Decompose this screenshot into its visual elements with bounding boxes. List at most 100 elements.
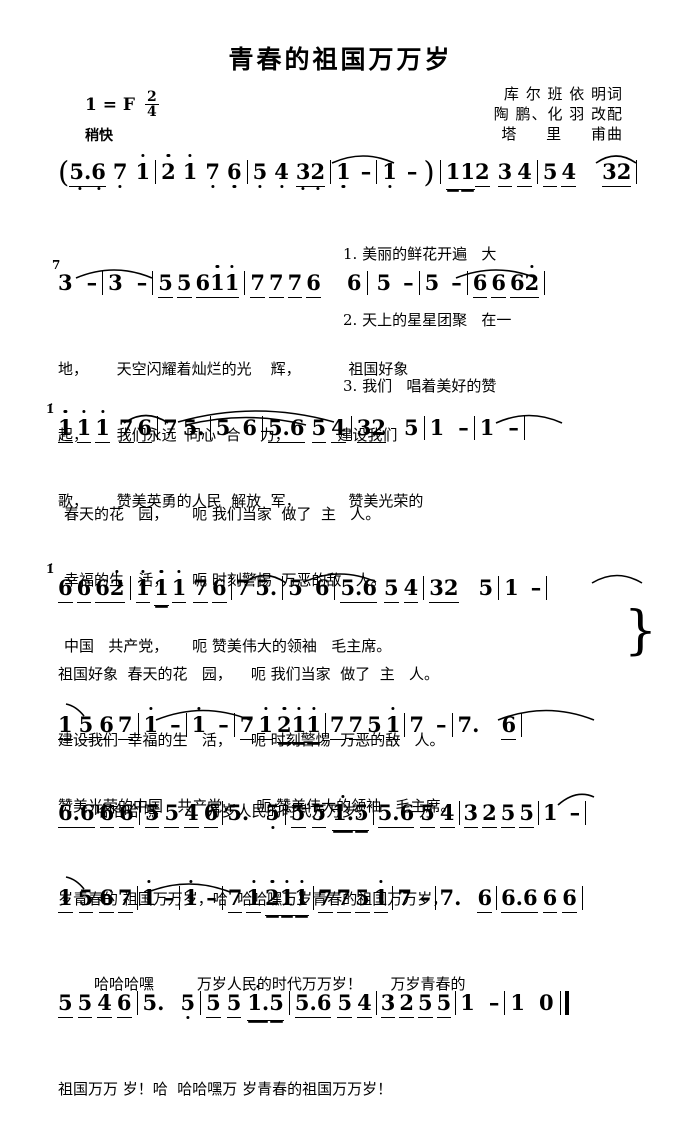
- note: 6: [99, 885, 114, 913]
- sustain-dash: –: [569, 800, 581, 825]
- note: 6: [314, 575, 330, 600]
- barline: [376, 160, 378, 184]
- note: 1: [429, 415, 445, 440]
- note: 5: [77, 990, 93, 1018]
- barline: [209, 416, 211, 440]
- note: 6: [76, 575, 92, 603]
- note: 1: [58, 712, 73, 740]
- note: 7: [193, 575, 208, 603]
- note: 5: [180, 990, 196, 1015]
- note: 7: [118, 415, 134, 443]
- note: 1: [306, 712, 321, 743]
- lyric-row: 1. 美丽的鲜花开遍 大: [58, 243, 681, 265]
- note: 6: [477, 885, 493, 913]
- note: 6: [542, 885, 558, 913]
- sustain-dash: –: [164, 885, 175, 910]
- note: 1: [336, 159, 351, 184]
- note: 1: [382, 159, 397, 184]
- note: 5.: [340, 575, 363, 603]
- note: 6: [203, 800, 219, 828]
- time-signature-denominator: 4: [146, 104, 157, 121]
- note: 6: [212, 575, 227, 603]
- barline: [473, 416, 475, 440]
- barline: [136, 991, 138, 1015]
- lyric-verse-1: 春天的花 园， 呃 我们当家 做了 主 人。: [64, 505, 381, 523]
- barline: [334, 576, 336, 600]
- barline: [455, 991, 457, 1015]
- barline: [288, 991, 290, 1015]
- note: 6: [316, 990, 332, 1018]
- note: 3: [295, 159, 311, 187]
- barline: [178, 886, 180, 910]
- barline: [439, 160, 441, 184]
- sustain-dash: –: [360, 159, 372, 184]
- lyric-row: 哈哈哈嘿 万岁人民的时代万万岁！ 万岁青春的: [58, 973, 681, 997]
- lyrics-block: 地， 天空闪耀着灿烂的光 辉， 祖国好象 起， 我们永远 同心 合 力， 建设我…: [58, 314, 681, 556]
- note: 5.: [267, 415, 290, 443]
- note: 6: [501, 712, 517, 740]
- note: 7: [117, 712, 133, 740]
- time-signature-numerator: 2: [144, 89, 159, 106]
- lyric-line: 祖国万万 岁！哈 哈哈嘿万 岁青春的祖国万万岁！: [58, 1080, 393, 1098]
- lyric-row: 春天的花 园， 呃 我们当家 做了 主 人。: [58, 503, 681, 525]
- barline: [136, 886, 138, 910]
- note: 7.: [439, 885, 462, 910]
- note: 1: [143, 712, 159, 737]
- lyric-row: 哈哈哈 嘿 万岁人民的时代万万岁， 万: [58, 800, 681, 824]
- note: 1: [258, 712, 273, 740]
- note: 1: [246, 885, 261, 913]
- time-signature: 2 4: [144, 89, 159, 121]
- note: 6: [399, 800, 415, 828]
- barline: [496, 886, 498, 910]
- note: 5: [355, 885, 370, 913]
- grace-note: 7: [52, 258, 61, 272]
- note: 7: [287, 270, 303, 298]
- note: 2: [371, 415, 386, 443]
- note: 5: [290, 800, 306, 828]
- lyric-verse-1: 地， 天空闪耀着灿烂的光 辉， 祖国好象: [58, 360, 409, 378]
- note: 7: [239, 712, 255, 740]
- note: 6: [362, 575, 377, 603]
- barline: [330, 160, 332, 184]
- barline: [185, 713, 187, 737]
- sustain-dash: –: [206, 885, 217, 910]
- note: 1: [58, 885, 73, 913]
- barline: [544, 271, 546, 295]
- lyric-verse-2: 2. 天上的星星团聚 在一: [343, 311, 512, 329]
- note: 2: [310, 159, 326, 187]
- note: 1.: [332, 800, 355, 831]
- note: 5: [500, 800, 516, 828]
- note: 6: [137, 415, 153, 443]
- note: 3: [380, 990, 396, 1018]
- note: 5: [252, 159, 268, 184]
- barline: [418, 271, 420, 295]
- lyric-row: 地， 天空闪耀着灿烂的光 辉， 祖国好象: [58, 358, 681, 380]
- note: 5: [144, 800, 160, 828]
- note: 5.: [255, 575, 278, 600]
- note: 5.: [294, 990, 317, 1018]
- note: 5.: [69, 159, 92, 187]
- barline: [466, 271, 468, 295]
- credit-lyricist: 库 尔 班 依 明词: [503, 85, 623, 103]
- note: 1: [445, 159, 461, 190]
- barline: [282, 576, 284, 600]
- barline: [434, 886, 436, 910]
- note: 5: [58, 990, 73, 1018]
- note: 7: [227, 885, 243, 913]
- lyric-verse-3: 赞美光荣的中国 共产党， 呃 赞美伟大的领袖 毛主席。: [58, 797, 456, 815]
- repeat-close-paren: ): [423, 155, 435, 189]
- note: 5: [519, 800, 534, 828]
- barline: [423, 416, 425, 440]
- barline: [152, 271, 154, 295]
- note: 7: [348, 712, 364, 740]
- page-title: 青春的祖国万万岁: [228, 45, 453, 74]
- grace-note: 1̇: [46, 562, 55, 576]
- note: 6.: [501, 885, 523, 913]
- lyrics-block: 祖国万万 岁！哈 哈哈嘿万 岁青春的祖国万万岁！: [58, 1034, 681, 1146]
- lyric-row: 祖国好象 春天的花 园， 呃 我们当家 做了 主 人。: [58, 663, 681, 685]
